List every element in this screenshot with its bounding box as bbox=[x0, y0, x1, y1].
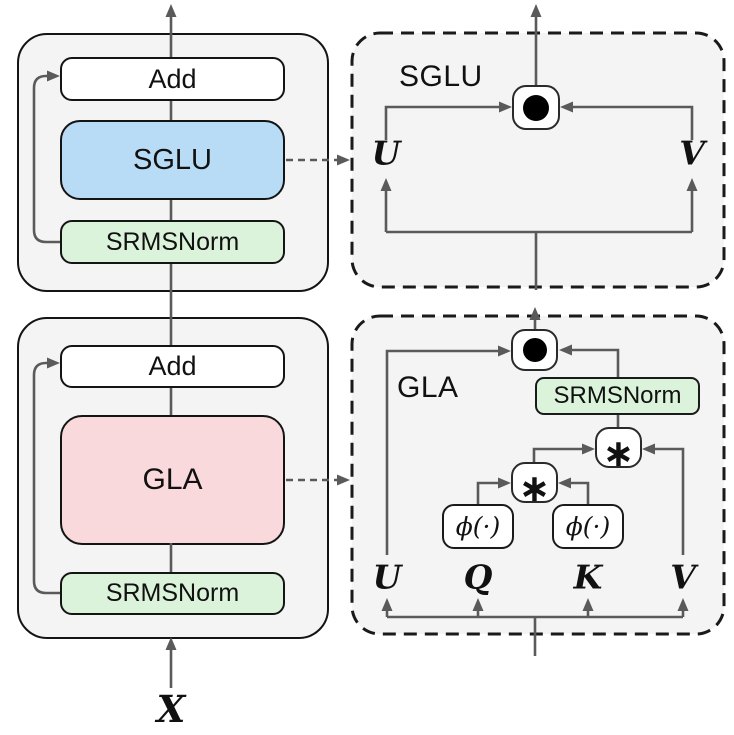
label-v-sglu: V bbox=[679, 133, 705, 173]
arrow-v-to-dot bbox=[560, 101, 694, 140]
srmsnorm-box-bottom: SRMSNorm bbox=[60, 572, 285, 615]
dot-product-icon bbox=[522, 338, 547, 362]
srmsnorm-box-top: SRMSNorm bbox=[60, 220, 285, 264]
srmsnorm-box-gla-detail: SRMSNorm bbox=[535, 377, 700, 415]
arrow-norm-to-dot bbox=[559, 344, 620, 377]
dot-product-icon bbox=[523, 94, 549, 121]
label-v-gla: V bbox=[670, 557, 696, 597]
phi-feature-map-box-k: ϕ(·) bbox=[552, 504, 624, 549]
input-label-x: X bbox=[156, 687, 186, 731]
phi-feature-map-box-q: ϕ(·) bbox=[442, 504, 514, 549]
arrow-v-to-star bbox=[642, 443, 685, 555]
multiply-node-lower: ∗ bbox=[511, 462, 558, 507]
add-box-top: Add bbox=[60, 57, 285, 101]
gla-detail-title: GLA bbox=[397, 371, 459, 404]
sglu-detail-title: SGLU bbox=[399, 60, 483, 93]
arrow-phiq-to-star bbox=[476, 477, 511, 504]
add-box-bottom: Add bbox=[60, 345, 285, 388]
multiply-node-upper: ∗ bbox=[595, 427, 642, 472]
arrow-phik-to-star bbox=[558, 477, 590, 504]
sglu-box: SGLU bbox=[60, 120, 285, 200]
label-u-sglu: U bbox=[371, 133, 401, 173]
dot-product-node-gla bbox=[511, 329, 558, 371]
arrow-u-to-dot bbox=[384, 101, 512, 140]
label-k-gla: K bbox=[573, 557, 603, 597]
arrow-starlower-to-starupper bbox=[532, 443, 595, 462]
label-q-gla: Q bbox=[463, 557, 493, 597]
dot-product-node-sglu bbox=[512, 85, 560, 130]
gla-box: GLA bbox=[60, 415, 285, 545]
label-u-gla: U bbox=[372, 557, 402, 597]
